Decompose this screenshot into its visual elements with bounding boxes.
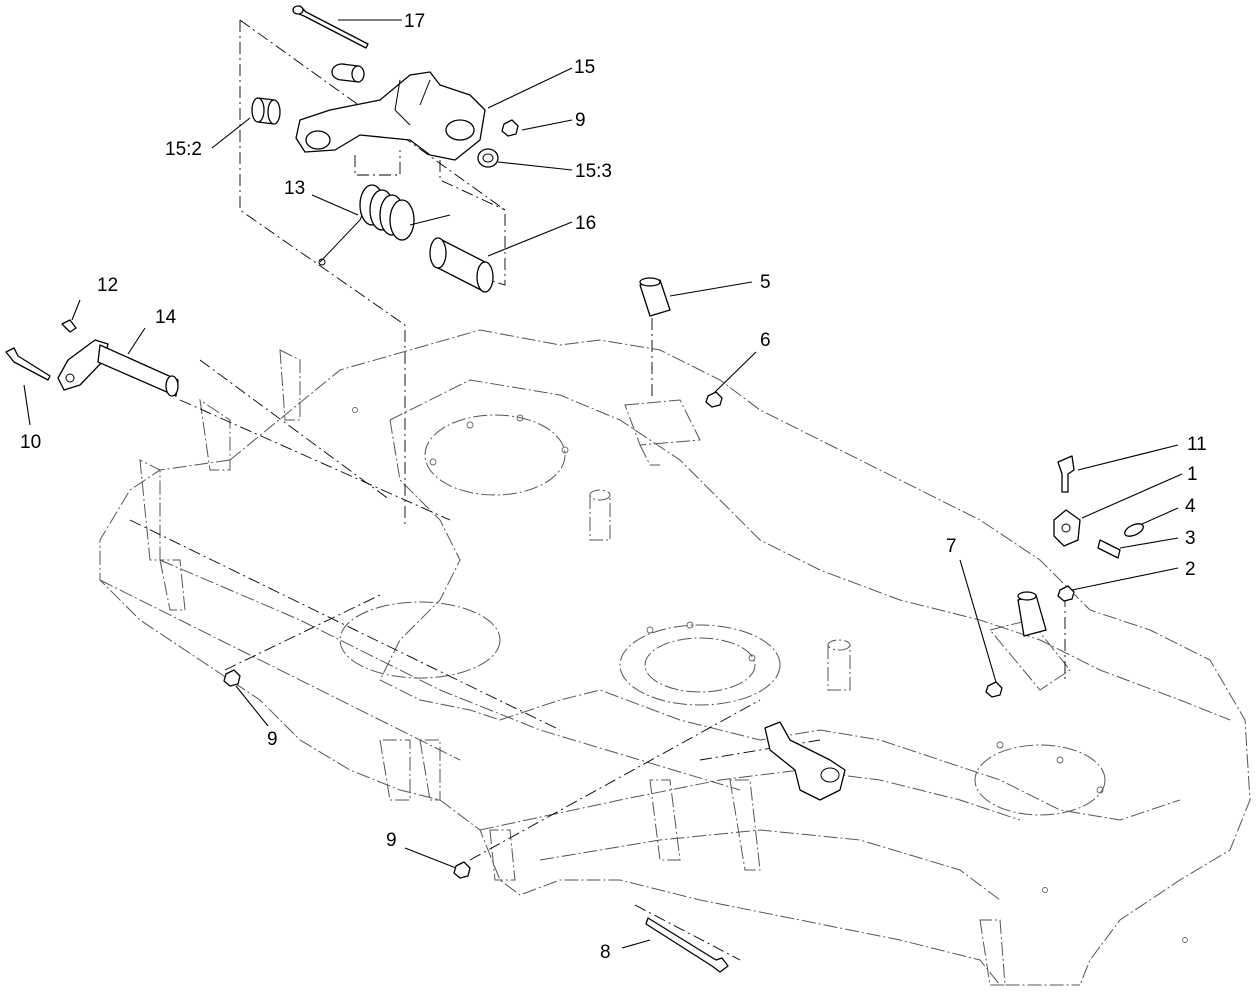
- part-nut-7: [985, 681, 1003, 698]
- part-pivot-shaft-14: [57, 339, 179, 397]
- callout-11: 11: [1187, 434, 1207, 455]
- part-pivot-arm-15: [295, 71, 486, 161]
- part-pin-3: [1097, 539, 1121, 559]
- part-clip-4: [1124, 523, 1144, 537]
- callout-10: 10: [20, 432, 41, 453]
- callout-2: 2: [1185, 559, 1196, 580]
- callout-1: 1: [1187, 464, 1198, 485]
- part-bracket-1: [1053, 509, 1081, 547]
- callout-13: 13: [284, 178, 305, 199]
- callout-12: 12: [97, 275, 118, 296]
- callout-8: 8: [600, 942, 611, 963]
- part-spacer-16: [429, 237, 494, 293]
- part-bushing-15-2: [251, 97, 281, 125]
- callout-9-bottom: 9: [386, 830, 397, 851]
- callout-7: 7: [946, 536, 957, 557]
- part-nut-6: [705, 391, 723, 408]
- mower-deck: [99, 329, 1251, 986]
- callout-3: 3: [1185, 528, 1196, 549]
- callout-4: 4: [1185, 496, 1196, 517]
- part-bushing-15-3: [477, 148, 499, 168]
- part-nut-9-bottom: [453, 861, 471, 879]
- part-nut-9-top: [501, 119, 519, 137]
- part-nut-2: [1057, 585, 1075, 602]
- part-nut-9-left: [223, 669, 241, 687]
- callout-15: 15: [574, 57, 595, 78]
- part-spring-13: [318, 184, 451, 266]
- callout-9-left: 9: [267, 729, 278, 750]
- part-bolt-10: [5, 347, 51, 381]
- callout-17: 17: [404, 11, 425, 32]
- callout-6: 6: [760, 330, 771, 351]
- part-knob-5: [639, 277, 671, 317]
- callout-16: 16: [575, 213, 596, 234]
- callout-15-3: 15:3: [575, 161, 612, 182]
- part-bushing-top: [331, 63, 365, 83]
- leader-lines: [23, 19, 1183, 949]
- callout-14: 14: [155, 307, 177, 328]
- part-grease-fitting-12: [61, 319, 77, 333]
- part-bolt-8: [645, 917, 729, 973]
- callout-5: 5: [760, 272, 771, 293]
- part-pin-11: [1057, 455, 1075, 493]
- callout-15-2: 15:2: [165, 139, 202, 160]
- part-pivot-arm-installed: [764, 721, 846, 801]
- part-bolt-17: [292, 5, 369, 49]
- callout-labels: 17 15 9 15:2 15:3 13 16 12 14 10 5 6 11 …: [20, 11, 1207, 963]
- callout-9-top: 9: [575, 110, 586, 131]
- part-knob-installed: [1017, 591, 1047, 637]
